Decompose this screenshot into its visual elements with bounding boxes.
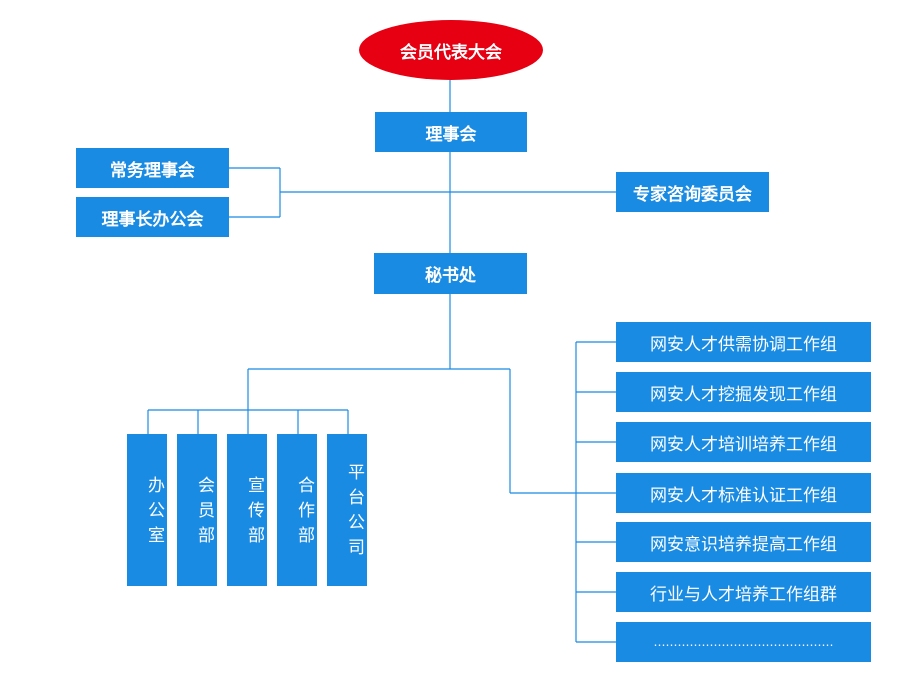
working-group-node: 网安人才供需协调工作组: [616, 322, 871, 362]
department-node-office: 办公室: [127, 434, 167, 586]
standing-council-node: 常务理事会: [76, 148, 229, 188]
expert-committee-node: 专家咨询委员会: [616, 172, 769, 212]
general-assembly-node: 会员代表大会: [359, 20, 543, 80]
working-group-node: 网安人才标准认证工作组: [616, 473, 871, 513]
secretariat-node: 秘书处: [374, 253, 527, 294]
department-node-membership: 会员部: [177, 434, 217, 586]
department-node-platform-company: 平台公司: [327, 434, 367, 586]
department-node-publicity: 宣传部: [227, 434, 267, 586]
council-node: 理事会: [375, 112, 527, 152]
working-group-node: 网安人才挖掘发现工作组: [616, 372, 871, 412]
working-group-node: 网安意识培养提高工作组: [616, 522, 871, 562]
chairman-office-meeting-node: 理事长办公会: [76, 197, 229, 237]
working-group-ellipsis-node: ………………………………………: [616, 622, 871, 662]
working-group-node: 网安人才培训培养工作组: [616, 422, 871, 462]
working-group-node: 行业与人才培养工作组群: [616, 572, 871, 612]
department-node-cooperation: 合作部: [277, 434, 317, 586]
